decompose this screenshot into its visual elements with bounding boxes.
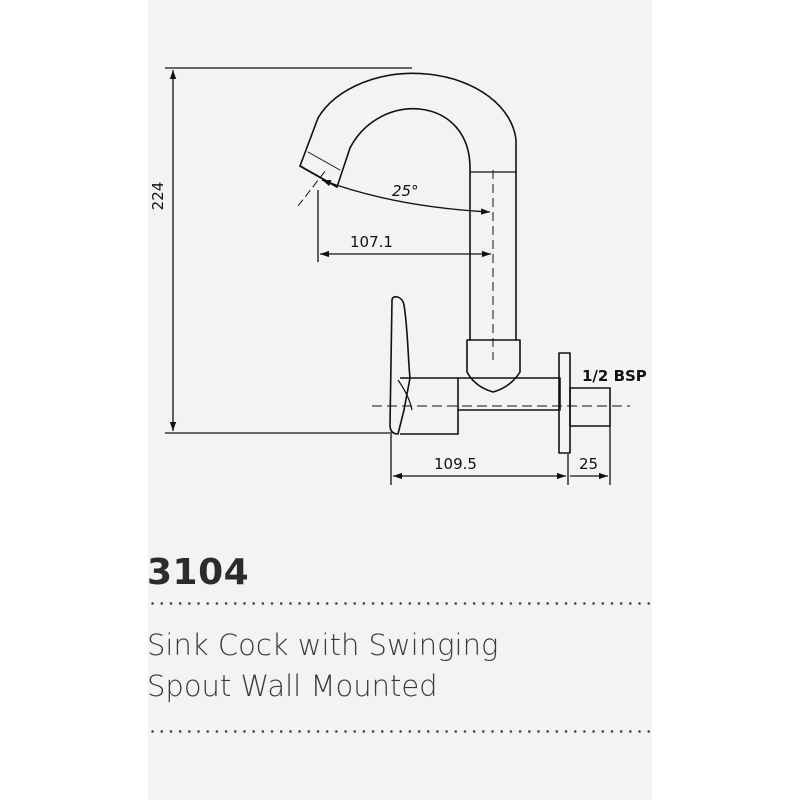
reach-label: 107.1 [350, 233, 393, 251]
drawing-panel [148, 0, 652, 800]
spout-inner-edge [349, 107, 471, 341]
divider-top [148, 602, 653, 605]
spout-nozzle [299, 117, 351, 189]
angle-label: 25° [392, 182, 419, 200]
reach-dimension [317, 190, 491, 262]
wall-dimension-label: 109.5 [434, 455, 477, 473]
thread-dimension [570, 426, 611, 485]
wall-dimension [390, 434, 569, 485]
description-line-2: Spout Wall Mounted [147, 669, 438, 703]
threaded-tail [569, 387, 611, 427]
product-description: Sink Cock with Swinging Spout Wall Mount… [147, 625, 652, 707]
spout-outer-edge [317, 72, 517, 341]
nozzle-axis [297, 169, 327, 207]
spout-collar [466, 339, 521, 393]
height-label: 224 [149, 182, 167, 211]
description-line-1: Sink Cock with Swinging [147, 628, 499, 662]
valve-body [389, 295, 611, 454]
body-housing [400, 377, 561, 435]
thread-size-label: 1/2 BSP [582, 367, 647, 385]
model-number: 3104 [147, 552, 250, 593]
height-dimension [165, 67, 412, 434]
nozzle-ring [307, 151, 341, 171]
handle-lever [389, 295, 411, 435]
spout [299, 72, 517, 341]
thread-dimension-label: 25 [579, 455, 598, 473]
divider-bottom [148, 730, 653, 733]
angle-arc [321, 179, 491, 215]
